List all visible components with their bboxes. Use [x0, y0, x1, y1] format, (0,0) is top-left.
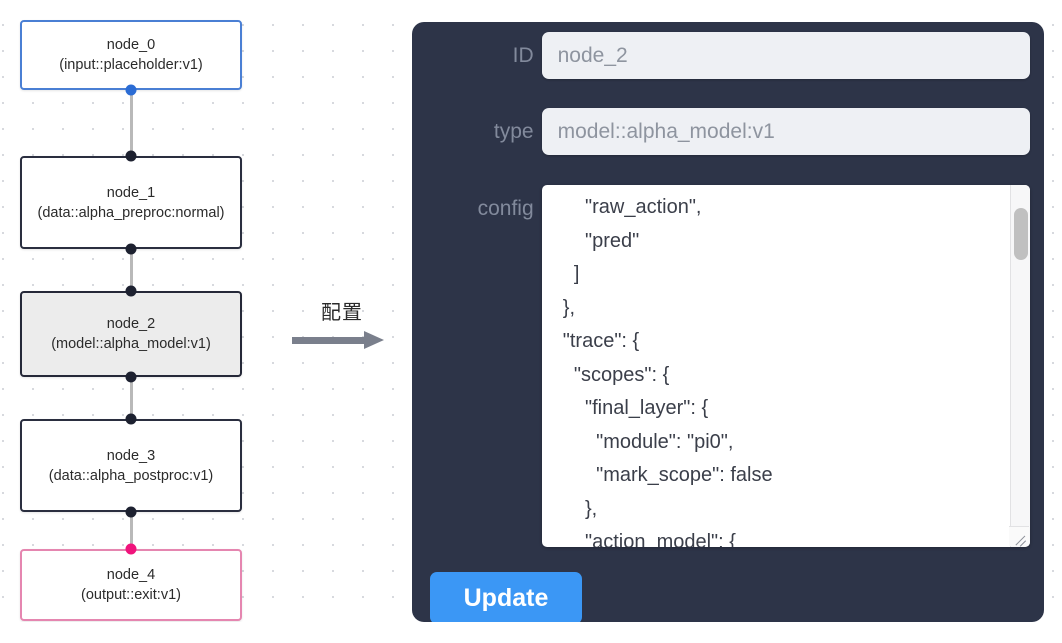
edge-node0-node1 — [130, 90, 133, 156]
edge-node3-node4 — [130, 512, 133, 549]
graph-node-node_4[interactable]: node_4 (output::exit:v1) — [20, 549, 242, 621]
config-scrollbar-thumb[interactable] — [1014, 208, 1028, 260]
id-input[interactable]: node_2 — [541, 32, 1030, 79]
resize-handle-icon[interactable] — [1009, 526, 1029, 546]
port-out-node_3[interactable] — [125, 506, 137, 518]
port-out-node_1[interactable] — [125, 243, 137, 255]
right-arrow-icon — [292, 331, 392, 349]
bottom-strip — [0, 622, 1062, 643]
edge-node1-node2 — [130, 249, 133, 291]
node-title: node_4 — [106, 567, 156, 583]
id-label: ID — [512, 44, 534, 67]
node-subtitle: (output::exit:v1) — [81, 587, 181, 603]
port-out-node_2[interactable] — [125, 371, 137, 383]
node-subtitle: (data::alpha_postproc:v1) — [48, 467, 214, 484]
config-label: config — [477, 197, 534, 220]
node-property-panel: ID node_2 type model::alpha_model:v1 con… — [412, 22, 1044, 622]
port-in-node_4[interactable] — [125, 543, 137, 555]
edge-node2-node3 — [130, 377, 133, 419]
port-in-node_3[interactable] — [125, 413, 137, 425]
port-in-node_2[interactable] — [125, 285, 137, 297]
type-label: type — [493, 120, 534, 143]
port-in-node_1[interactable] — [125, 150, 137, 162]
graph-node-node_1[interactable]: node_1 (data::alpha_preproc:normal) — [20, 156, 242, 249]
node-title: node_1 — [106, 184, 156, 201]
flow-arrow-group: 配置 — [292, 296, 392, 349]
graph-node-node_3[interactable]: node_3 (data::alpha_postproc:v1) — [20, 419, 242, 512]
node-subtitle: (model::alpha_model:v1) — [51, 336, 211, 352]
type-input[interactable]: model::alpha_model:v1 — [541, 108, 1030, 155]
config-textarea[interactable]: "raw_action", "pred" ] }, "trace": { "sc… — [541, 185, 1030, 547]
node-title: node_3 — [106, 447, 156, 464]
config-scrollbar[interactable] — [1010, 185, 1030, 547]
port-out-node_0[interactable] — [125, 84, 137, 96]
update-button[interactable]: Update — [430, 572, 582, 622]
flow-arrow-label: 配置 — [321, 300, 363, 324]
node-title: node_0 — [106, 37, 156, 53]
node-subtitle: (input::placeholder:v1) — [59, 57, 203, 73]
config-textarea-content[interactable]: "raw_action", "pred" ] }, "trace": { "sc… — [562, 196, 773, 547]
field-row-id: ID node_2 — [430, 32, 1030, 79]
node-subtitle: (data::alpha_preproc:normal) — [37, 204, 225, 221]
field-row-config: config "raw_action", "pred" ] }, "trace"… — [430, 185, 1030, 547]
graph-node-node_0[interactable]: node_0 (input::placeholder:v1) — [20, 20, 242, 90]
field-row-type: type model::alpha_model:v1 — [430, 108, 1030, 155]
node-title: node_2 — [106, 316, 156, 332]
graph-node-node_2[interactable]: node_2 (model::alpha_model:v1) — [20, 291, 242, 377]
